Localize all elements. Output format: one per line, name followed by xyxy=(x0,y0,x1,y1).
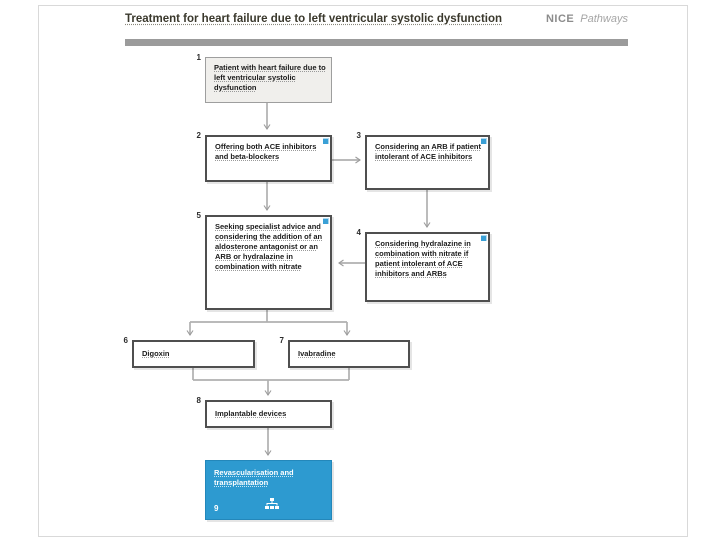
node-label[interactable]: Seeking specialist advice and considerin… xyxy=(215,222,323,271)
node-ivabradine[interactable]: Ivabradine xyxy=(288,340,410,368)
node-implantable-devices[interactable]: Implantable devices xyxy=(205,400,332,428)
title-divider-bar xyxy=(125,39,628,46)
node-specialist-advice[interactable]: Seeking specialist advice and considerin… xyxy=(205,215,332,310)
node-number-7: 7 xyxy=(279,336,284,345)
node-arb-if-intolerant[interactable]: Considering an ARB if patient intolerant… xyxy=(365,135,490,190)
node-digoxin[interactable]: Digoxin xyxy=(132,340,255,368)
nice-pathways-logo: NICE Pathways xyxy=(546,13,628,25)
logo-pathways: Pathways xyxy=(580,13,628,25)
node-number-4: 4 xyxy=(356,228,361,237)
slide-frame xyxy=(38,5,688,537)
node-hydralazine-nitrate[interactable]: Considering hydralazine in combination w… xyxy=(365,232,490,302)
node-label[interactable]: Considering an ARB if patient intolerant… xyxy=(375,142,481,161)
node-number-9: 9 xyxy=(214,504,219,513)
pathway-link-icon[interactable] xyxy=(323,218,329,224)
node-label: Patient with heart failure due to left v… xyxy=(214,63,326,92)
node-label[interactable]: Ivabradine xyxy=(298,349,336,358)
pathway-link-icon[interactable] xyxy=(481,235,487,241)
node-ace-inhibitors-beta-blockers[interactable]: Offering both ACE inhibitors and beta-bl… xyxy=(205,135,332,182)
pathway-link-icon[interactable] xyxy=(481,138,487,144)
node-number-6: 6 xyxy=(123,336,128,345)
page-title: Treatment for heart failure due to left … xyxy=(125,13,503,25)
node-number-5: 5 xyxy=(196,211,201,220)
node-label[interactable]: Digoxin xyxy=(142,349,170,358)
node-label[interactable]: Offering both ACE inhibitors and beta-bl… xyxy=(215,142,317,161)
node-number-1: 1 xyxy=(196,53,201,62)
node-patient-heart-failure: Patient with heart failure due to left v… xyxy=(205,57,332,103)
logo-nice: NICE xyxy=(545,13,575,25)
node-label[interactable]: Implantable devices xyxy=(215,409,287,418)
node-label[interactable]: Revascularisation and transplantation xyxy=(214,468,294,487)
node-label[interactable]: Considering hydralazine in combination w… xyxy=(375,239,471,278)
node-number-3: 3 xyxy=(356,131,361,140)
node-revascularisation-transplantation[interactable]: Revascularisation and transplantation 9 xyxy=(205,460,332,520)
subpathway-icon xyxy=(264,498,280,513)
node-number-2: 2 xyxy=(196,131,201,140)
node-number-8: 8 xyxy=(196,396,201,405)
pathway-link-icon[interactable] xyxy=(323,138,329,144)
